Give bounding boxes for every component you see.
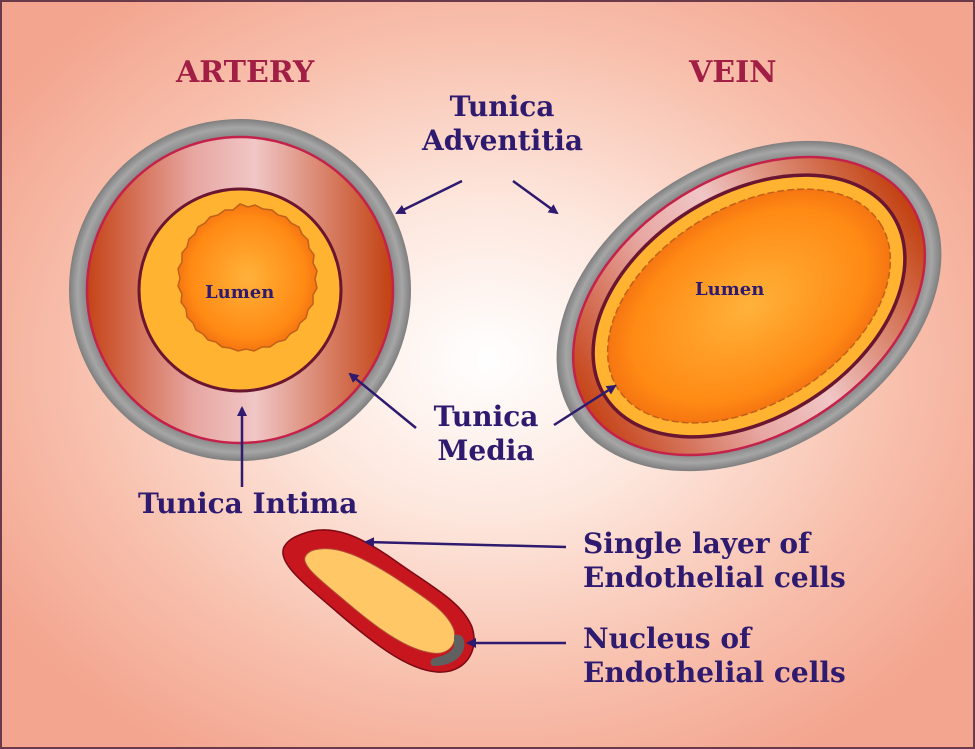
artery-lumen-label: Lumen [205,282,274,303]
adventitia-label-line2: Adventitia [422,124,582,158]
endothelial-layer-line1: Single layer of [583,527,846,561]
arrow-adventitia-vein [513,181,557,213]
endothelial-layer-label: Single layer of Endothelial cells [583,527,846,595]
endothelial-cell [283,530,474,672]
artery-title: ARTERY [176,56,314,90]
adventitia-label-line1: Tunica [422,90,582,124]
nucleus-label-line1: Nucleus of [583,622,846,656]
media-label-line2: Media [416,434,556,468]
intima-label: Tunica Intima [138,487,357,521]
arrow-adventitia-artery [397,181,462,213]
vein-title: VEIN [689,56,777,90]
arrow-endothelial-layer [366,542,566,547]
adventitia-label: Tunica Adventitia [422,90,582,158]
media-label: Tunica Media [416,400,556,468]
nucleus-label: Nucleus of Endothelial cells [583,622,846,690]
nucleus-label-line2: Endothelial cells [583,656,846,690]
artery-lumen [178,204,317,351]
endothelial-layer-line2: Endothelial cells [583,561,846,595]
media-label-line1: Tunica [416,400,556,434]
vein-lumen-label: Lumen [695,279,764,300]
